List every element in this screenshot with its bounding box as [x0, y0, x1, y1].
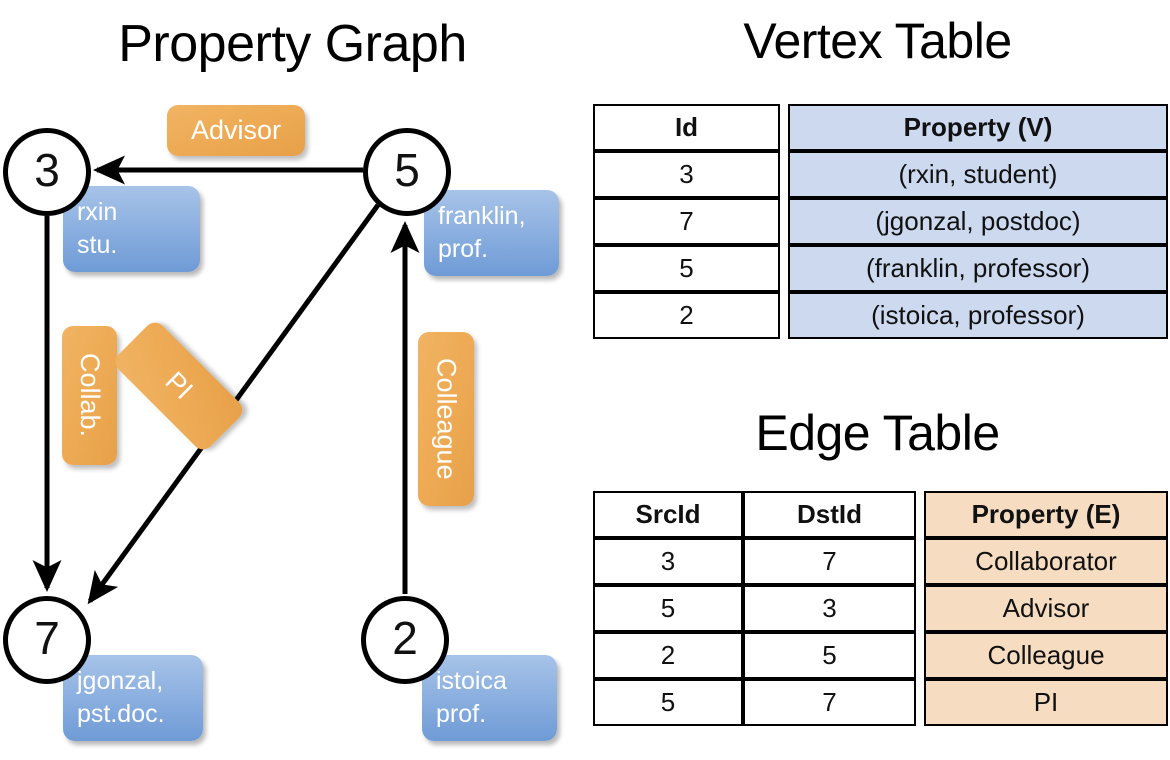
column-gap — [780, 245, 788, 292]
column-gap — [916, 491, 924, 538]
graph-node-2-label: 2 — [392, 612, 418, 664]
vertex-property-line-1: jgonzal, — [77, 667, 164, 695]
table-row: 5 3 Advisor — [593, 585, 1168, 632]
edge-label-colleague: Colleague — [418, 332, 474, 506]
column-gap — [780, 198, 788, 245]
edge-property-cell: Advisor — [924, 585, 1168, 632]
vertex-table: Id Property (V) 3 (rxin, student) 7 (jgo… — [593, 104, 1168, 339]
vertex-property-box-jgonzal: jgonzal, pst.doc. — [63, 655, 203, 741]
table-header-row: Id Property (V) — [593, 104, 1168, 151]
graph-node-7[interactable]: 7 — [3, 596, 91, 684]
vertex-property-box-istoica: istoica prof. — [422, 655, 557, 741]
edge-label-colleague-text: Colleague — [431, 358, 462, 480]
table-row: 5 (franklin, professor) — [593, 245, 1168, 292]
page-title-vertex-table: Vertex Table — [743, 13, 1012, 69]
graph-node-7-label: 7 — [34, 612, 60, 664]
vertex-id-cell: 7 — [593, 198, 780, 245]
vertex-property-line-1: rxin — [77, 198, 118, 226]
edge-property-cell: Collaborator — [924, 538, 1168, 585]
table-header-row: SrcId DstId Property (E) — [593, 491, 1168, 538]
edge-table-header-property: Property (E) — [924, 491, 1168, 538]
edge-table-header-dstid: DstId — [743, 491, 916, 538]
vertex-property-line-2: stu. — [77, 231, 118, 259]
table-row: 3 7 Collaborator — [593, 538, 1168, 585]
vertex-property-box-franklin: franklin, prof. — [424, 190, 559, 276]
column-gap — [916, 679, 924, 726]
vertex-property-line-2: pst.doc. — [77, 700, 165, 728]
edge-src-cell: 5 — [593, 679, 743, 726]
edge-property-cell: Colleague — [924, 632, 1168, 679]
edge-table-header-srcid: SrcId — [593, 491, 743, 538]
vertex-table-header-property: Property (V) — [788, 104, 1168, 151]
edge-label-pi-text: PI — [159, 366, 199, 406]
edge-dst-cell: 7 — [743, 679, 916, 726]
graph-node-2[interactable]: 2 — [361, 596, 449, 684]
edge-src-cell: 5 — [593, 585, 743, 632]
edge-property-cell: PI — [924, 679, 1168, 726]
edge-table: SrcId DstId Property (E) 3 7 Collaborato… — [593, 491, 1168, 726]
edge-dst-cell: 5 — [743, 632, 916, 679]
edge-label-collab: Collab. — [62, 326, 117, 465]
edge-dst-cell: 7 — [743, 538, 916, 585]
vertex-id-cell: 2 — [593, 292, 780, 339]
edge-label-advisor: Advisor — [167, 105, 305, 156]
vertex-property-line-2: prof. — [438, 235, 489, 263]
edge-label-collab-text: Collab. — [75, 353, 105, 438]
graph-node-3-label: 3 — [34, 144, 60, 196]
vertex-property-line-2: prof. — [436, 700, 487, 728]
column-gap — [916, 585, 924, 632]
column-gap — [780, 292, 788, 339]
graph-node-3[interactable]: 3 — [3, 128, 91, 216]
table-row: 7 (jgonzal, postdoc) — [593, 198, 1168, 245]
table-row: 5 7 PI — [593, 679, 1168, 726]
page-title-property-graph: Property Graph — [118, 15, 467, 73]
property-graph-panel: Property Graph Advisor Collab. PI Collea… — [3, 15, 559, 741]
vertex-property-cell: (jgonzal, postdoc) — [788, 198, 1168, 245]
table-row: 2 (istoica, professor) — [593, 292, 1168, 339]
column-gap — [916, 538, 924, 585]
table-row: 2 5 Colleague — [593, 632, 1168, 679]
column-gap — [780, 104, 788, 151]
edge-src-cell: 2 — [593, 632, 743, 679]
vertex-property-line-1: istoica — [436, 667, 507, 695]
vertex-property-cell: (franklin, professor) — [788, 245, 1168, 292]
edge-src-cell: 3 — [593, 538, 743, 585]
column-gap — [780, 151, 788, 198]
vertex-property-cell: (istoica, professor) — [788, 292, 1168, 339]
vertex-table-header-id: Id — [593, 104, 780, 151]
vertex-id-cell: 3 — [593, 151, 780, 198]
graph-node-5-label: 5 — [394, 144, 420, 196]
vertex-id-cell: 5 — [593, 245, 780, 292]
vertex-property-line-1: franklin, — [438, 202, 526, 230]
graph-node-5[interactable]: 5 — [363, 128, 451, 216]
table-row: 3 (rxin, student) — [593, 151, 1168, 198]
page-title-edge-table: Edge Table — [755, 405, 1000, 461]
vertex-property-cell: (rxin, student) — [788, 151, 1168, 198]
vertex-property-box-rxin: rxin stu. — [63, 186, 200, 272]
column-gap — [916, 632, 924, 679]
edge-dst-cell: 3 — [743, 585, 916, 632]
edge-label-advisor-text: Advisor — [190, 115, 282, 145]
